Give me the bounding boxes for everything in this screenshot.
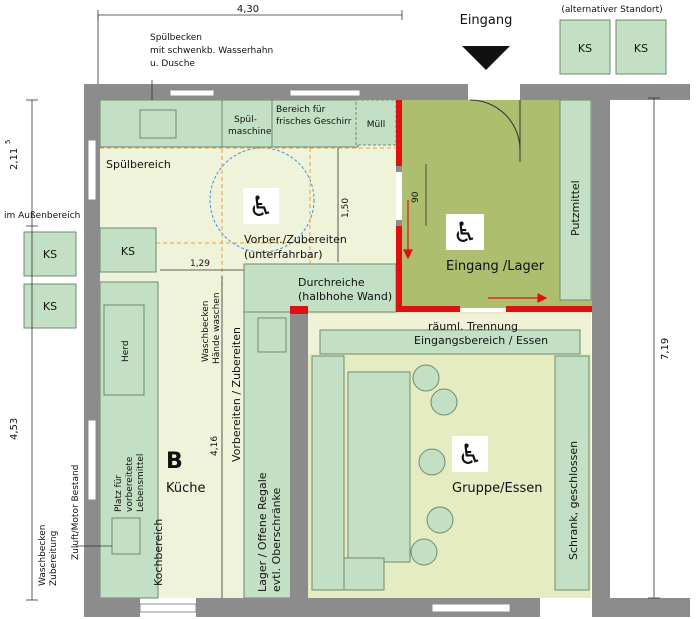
ks-label: KS xyxy=(578,42,592,55)
herd xyxy=(103,304,145,396)
spuelbecken-label: Spülbecken xyxy=(150,33,202,43)
ks-label: KS xyxy=(43,248,57,261)
dim-129: 1,29 xyxy=(190,259,210,269)
kochbereich-label: Kochbereich xyxy=(152,519,165,586)
eingang-label: Eingang xyxy=(460,13,513,28)
putzmittel-shelf xyxy=(559,99,592,301)
durchreiche xyxy=(243,263,397,313)
wheelchair-symbol-dining: ♿ xyxy=(457,438,482,471)
kueche-label: Küche xyxy=(166,481,206,496)
trennung-bar xyxy=(319,329,581,355)
spuelmaschine xyxy=(221,99,273,148)
herd-label: Herd xyxy=(121,340,131,362)
ks-label: KS xyxy=(634,42,648,55)
wb-zubereitung-label: Zubereitung xyxy=(49,531,59,586)
trennung-label: räuml. Trennung xyxy=(428,320,518,333)
dim-416: 4,16 xyxy=(210,436,220,456)
entrance-arrow-icon xyxy=(462,46,510,70)
dim-top-width: 4,30 xyxy=(237,4,259,15)
red-walls xyxy=(290,100,592,314)
durchreiche-label: Durchreiche xyxy=(298,276,365,289)
lager-label: evtl. Oberschränke xyxy=(270,487,283,592)
spuelmaschine-label: Spül- xyxy=(234,115,257,125)
bench-bottom xyxy=(343,557,385,591)
spuelmaschine-label: maschine xyxy=(228,127,272,137)
outside-ks xyxy=(23,19,667,329)
schrank-label: Schrank, geschlossen xyxy=(567,441,580,560)
wb-haende-label: Waschbecken xyxy=(201,300,211,362)
bench xyxy=(311,355,345,591)
table xyxy=(347,371,411,563)
dimension-lines xyxy=(26,10,660,601)
geschirr-label: frisches Geschirr xyxy=(276,117,352,127)
platz-label: Platz für xyxy=(114,475,124,512)
wb-zubereitung-label: Waschbecken xyxy=(38,524,48,586)
koch-sink xyxy=(111,517,141,555)
dim-left-upper: 2,11 xyxy=(9,148,20,170)
lager-label: Lager / Offene Regale xyxy=(256,472,269,592)
wheelchair-symbol-kitchen: ♿ xyxy=(248,190,273,223)
dim-90: 90 xyxy=(411,191,421,203)
spuelbecken-label: u. Dusche xyxy=(150,59,195,69)
wheelchair-icon: ♿ xyxy=(452,436,488,472)
room-letter: B xyxy=(166,449,183,474)
door-swing xyxy=(469,99,521,162)
trennung-label: Eingangsbereich / Essen xyxy=(414,334,548,347)
zuluft-label: Zuluft/Motor Bestand xyxy=(71,465,81,560)
platz-label: vorbereitete xyxy=(125,456,135,512)
dim-right-height: 7,19 xyxy=(660,338,671,360)
red-arrows xyxy=(403,200,548,303)
vorber-label: (unterfahrbar) xyxy=(244,248,322,261)
wheelchair-icon: ♿ xyxy=(446,214,484,250)
ks-label: KS xyxy=(121,245,135,258)
gruppe-essen-label: Gruppe/Essen xyxy=(452,481,543,496)
schrank xyxy=(554,355,590,591)
dim-left-lower: 4,53 xyxy=(9,418,20,440)
kitchen-furniture xyxy=(99,99,592,599)
aussenbereich-label: im Außenbereich xyxy=(4,211,80,221)
muell-label: Müll xyxy=(367,120,385,130)
hand-sink xyxy=(257,317,287,353)
wb-haende-label: Hände waschen xyxy=(212,292,222,364)
turning-circle xyxy=(209,147,315,253)
eingang-lager-label: Eingang /Lager xyxy=(446,259,545,274)
platz-label: Lebensmittel xyxy=(136,454,146,512)
wheelchair-icon: ♿ xyxy=(243,188,279,224)
dim-150: 1,50 xyxy=(341,198,351,218)
wheelchair-symbol-lager: ♿ xyxy=(452,216,477,249)
chairs xyxy=(410,364,458,566)
vorber-label: Vorber./Zubereiten xyxy=(244,233,347,246)
ks-label: KS xyxy=(43,300,57,313)
ks-kitchen xyxy=(99,227,157,273)
alt-standort-label: (alternativer Standort) xyxy=(561,5,662,15)
putzmittel-label: Putzmittel xyxy=(569,180,582,236)
vorbereiten-label: Vorbereiten / Zubereiten xyxy=(230,327,243,462)
dim-left-upper-sup: 5 xyxy=(4,140,12,144)
durchreiche-label: (halbhohe Wand) xyxy=(298,290,392,303)
muell-box xyxy=(355,99,397,146)
windows xyxy=(87,89,511,613)
geschirr-label: Bereich für xyxy=(276,105,326,115)
spuelbecken-label: mit schwenkb. Wasserhahn xyxy=(150,46,273,56)
spuelbereich-label: Spülbereich xyxy=(106,158,171,171)
spuelbecken-box xyxy=(139,109,177,139)
